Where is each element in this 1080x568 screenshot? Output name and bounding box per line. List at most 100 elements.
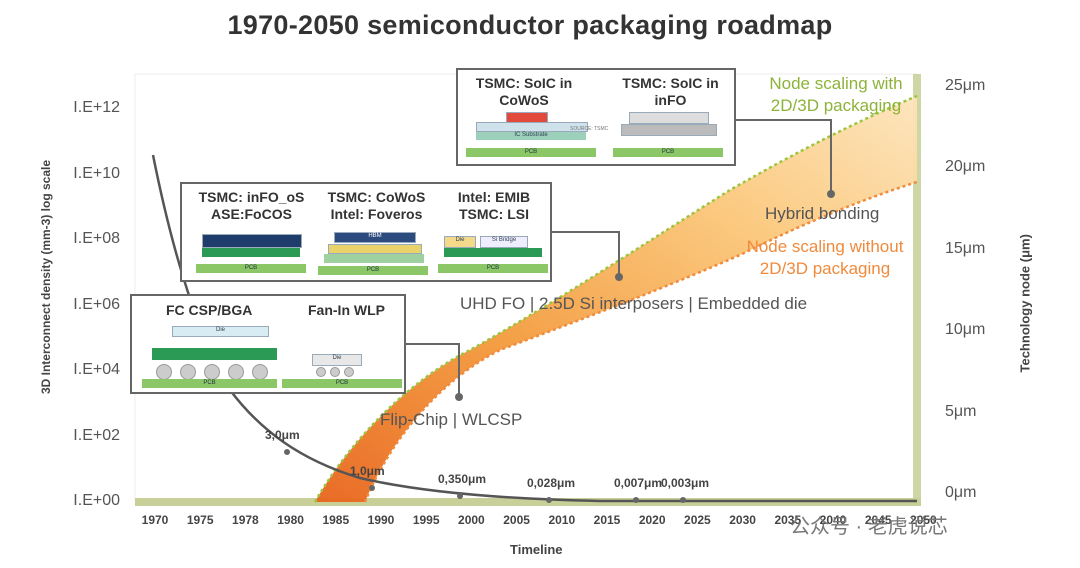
scaling-band [315,96,917,502]
callout-box-info: TSMC: inFO_oS ASE:FoCOS TSMC: CoWoS Inte… [180,182,552,282]
leader-info [552,231,620,277]
node-point [546,497,552,503]
y2-tick-label: 20μm [945,158,986,175]
package-info-os: PCB [196,232,306,278]
die-layer [202,234,302,248]
node-label: 3,0μm [265,428,300,442]
solder-ball [180,364,196,380]
callout-box-fc: FC CSP/BGA Fan-In WLP Die PCB Die PCB [130,294,406,394]
y2-tick-label: 10μm [945,321,986,338]
x-tick-label: 2025 [684,513,711,527]
x-axis-title: Timeline [510,542,563,557]
x-tick-label: 2000 [458,513,485,527]
ic-substrate-layer: IC Substrate [476,132,586,140]
x-tick-label: 2015 [593,513,621,527]
x-tick-label: 2040 [819,513,847,527]
package-cowos: HBM PCB [318,232,428,278]
x-tick-label: 2020 [638,513,666,527]
y2-tick-label: 15μm [945,239,986,257]
leader-dot-info [615,273,623,281]
chart-title: 1970-2050 semiconductor packaging roadma… [227,10,833,40]
package-fc-csp: Die PCB [142,326,277,390]
mold-die [629,112,709,124]
y-tick-label: I.E+04 [73,361,120,378]
substrate-layer [324,254,424,263]
x-tick-label: 1970 [141,513,169,527]
node-label: 0,007μm [614,476,663,490]
leader-soic [735,119,832,194]
node-point [369,485,375,491]
x-tick-label: 1975 [186,513,214,527]
y2-tick-label: 5μm [945,402,977,420]
node-label: 1,0μm [350,464,385,478]
node-label: 0,350μm [438,472,487,486]
interposer-layer [328,244,422,254]
callout-box-soic: TSMC: SoIC in CoWoS TSMC: SoIC in inFO I… [456,68,736,166]
caption-soic-info: TSMC: SoIC in inFO [622,75,719,108]
package-emib: Die Si Bridge PCB [438,232,548,278]
node-label: 0,028μm [527,476,576,490]
annotation-flip-chip: Flip-Chip | WLCSP [380,410,523,429]
x-tick-label: 2005 [503,513,530,527]
x-tick-label: 1985 [322,513,350,527]
die-layer: Die [312,354,362,366]
y2-tick-label: 0μm [945,484,977,501]
package-soic-cowos: IC Substrate PCB [466,112,606,160]
leader-dot-fc [455,393,463,401]
package-soic-info: PCB [613,112,723,160]
pcb-layer: PCB [282,379,402,388]
pcb-layer: PCB [466,148,596,157]
y-tick-label: I.E+08 [73,230,120,247]
x-tick-label: 1978 [232,513,259,527]
series-line-without-packaging [363,180,918,503]
x-tick-label: 1990 [367,513,395,527]
node-point [284,449,290,455]
solder-ball [156,364,172,380]
node-point [633,497,639,503]
caption-info-os: TSMC: inFO_oS ASE:FoCOS [198,189,305,222]
x-tick-label: 2030 [729,513,756,527]
caption-fc-csp: FC CSP/BGA [166,302,253,318]
x-tick-label: 2050 [910,513,937,527]
hbm-die: HBM [334,232,416,243]
annotation-hybrid-bonding: Hybrid bonding [765,204,880,223]
node-point [680,497,686,503]
source-note: SOURCE: TSMC [570,126,609,132]
solder-ball [316,367,326,377]
legend-without-packaging: Node scaling without 2D/3D packaging [746,237,904,278]
leader-fc [405,343,460,397]
x-tick-label: 1980 [277,513,304,527]
node-point [457,493,463,499]
rdl-layer [621,124,717,136]
leader-dot-soic [827,190,835,198]
x-tick-label: 2010 [548,513,576,527]
solder-ball [330,367,340,377]
pcb-layer: PCB [318,266,428,275]
node-label: 0,003μm [661,476,710,490]
watermark: 公众号 · 老虎说芯 [790,516,948,538]
x-tick-label: 1995 [412,513,440,527]
solder-ball [252,364,268,380]
pcb-layer: PCB [613,148,723,157]
x-tick-label: 2035 [774,513,802,527]
substrate-layer [444,248,542,257]
y-tick-label: I.E+00 [73,492,120,509]
die-layer: Die [172,326,269,337]
substrate-layer [152,348,277,360]
pcb-layer: PCB [142,379,277,388]
annotation-uhd-fo: UHD FO | 2.5D Si interposers | Embedded … [460,294,808,313]
package-fan-in-wlp: Die PCB [282,326,402,390]
substrate-layer [202,248,300,257]
caption-emib: Intel: EMIB TSMC: LSI [457,189,531,222]
caption-fan-in-wlp: Fan-In WLP [308,302,385,318]
y2-tick-label: 25μm [945,76,986,94]
die-left: Die [444,236,476,248]
solder-ball [344,367,354,377]
pcb-layer: PCB [196,264,306,273]
y-tick-label: I.E+10 [73,164,120,182]
x-tick-label: 2045 [864,513,892,527]
y-tick-label: I.E+02 [73,426,120,444]
caption-soic-cowos: TSMC: SoIC in CoWoS [475,75,573,108]
pcb-layer: PCB [438,264,548,273]
caption-cowos: TSMC: CoWoS Intel: Foveros [327,189,426,222]
